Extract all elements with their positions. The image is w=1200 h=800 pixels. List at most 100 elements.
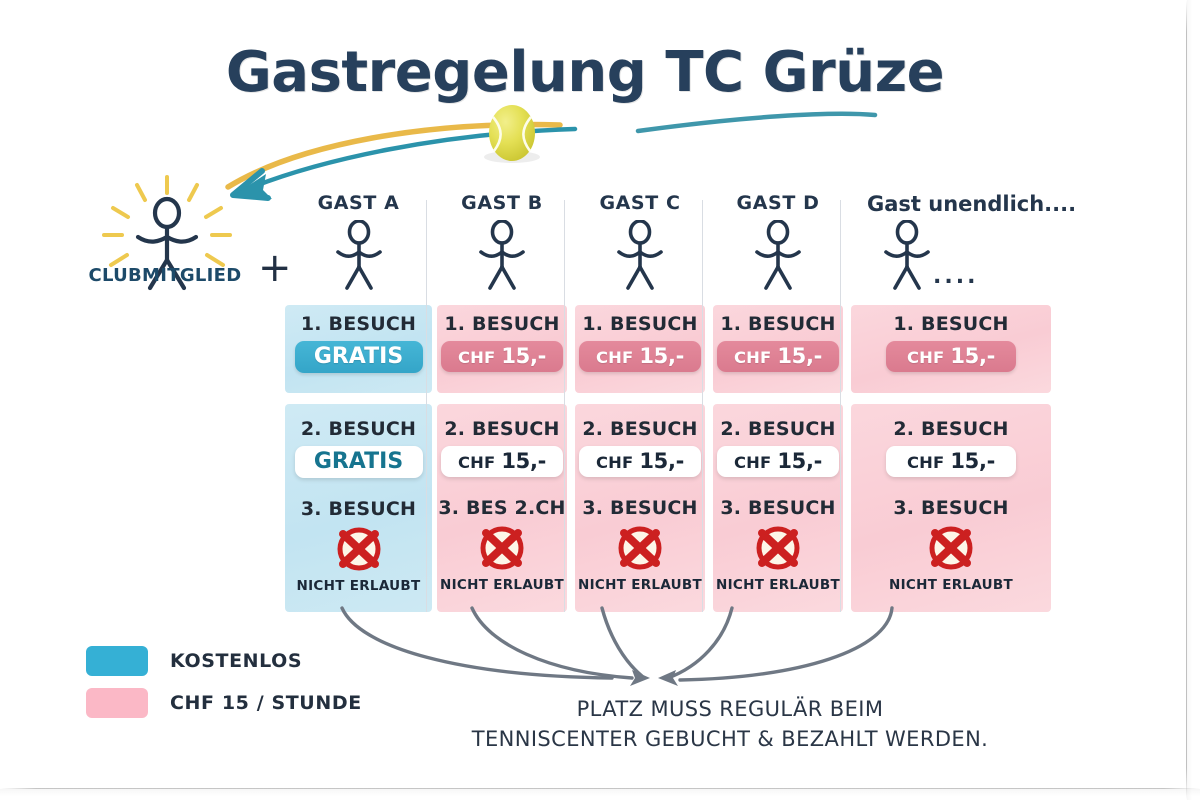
sparkle-rays-icon: [102, 175, 232, 267]
not-allowed-label: NICHT ERLAUBT: [577, 577, 703, 594]
legend-row: KOSTENLOS: [86, 640, 486, 682]
amount-label: 15,-: [639, 344, 685, 368]
stick-figure-icon: [135, 196, 199, 291]
guest-stick-figure-icon: [333, 219, 385, 292]
guest-stick-figure-icon: [614, 219, 666, 292]
currency-label: CHF: [906, 348, 951, 367]
visit-label: 2. BESUCH: [893, 418, 1009, 440]
price-text: CHF 15,-: [734, 449, 822, 473]
not-allowed-icon: [337, 527, 380, 571]
footnote-line-2: TENNISCENTER GEBUCHT & BEZAHLT WERDEN.: [471, 727, 989, 752]
visit-card: 1. BESUCH CHF 15,-: [713, 305, 843, 393]
amount-label: 15,-: [501, 449, 547, 473]
amount-label: 15,-: [639, 449, 685, 473]
price-pill: CHF 15,-: [717, 341, 839, 373]
visit-label: 2. BESUCH: [444, 418, 560, 440]
guest-column-header: GAST C: [599, 192, 681, 214]
page-edge-shade-bottom: [0, 789, 1200, 796]
visit-card: 1. BESUCH CHF 15,-: [851, 305, 1051, 393]
legend: KOSTENLOS CHF 15 / STUNDE: [86, 640, 486, 724]
clubmitglied-figure: [102, 175, 232, 291]
amount-label: 15,-: [501, 344, 547, 368]
price-text: CHF 15,-: [907, 449, 995, 473]
guest-column: GAST D 1. BESUCH CHF 15,- 2. BESUCH CHF 15,…: [713, 192, 843, 612]
price-text: CHF 15,-: [596, 344, 684, 368]
visit-label: 2. BESUCH: [300, 418, 417, 440]
price-pill: CHF 15,-: [441, 446, 563, 478]
column-divider: [702, 200, 703, 612]
visit-card: 2. BESUCH CHF 15,- 3. BES 2.CH NICHT ERLAU…: [437, 404, 567, 612]
price-pill: GRATIS: [294, 341, 423, 374]
visit-label: 3. BESUCH: [893, 497, 1009, 520]
visit-label: 1. BESUCH: [893, 313, 1009, 335]
price-pill: CHF 15,-: [579, 446, 701, 478]
visit-label: 3. BESUCH: [300, 498, 417, 521]
converging-arrows-graphic: [340, 606, 894, 686]
not-allowed-icon: [618, 526, 662, 570]
clubmitglied-label: CLUBMITGLIED: [88, 265, 242, 286]
page-border-right: [1186, 0, 1187, 800]
price-text: GRATIS: [313, 344, 404, 369]
visit-label: 3. BESUCH: [720, 497, 836, 520]
price-pill: CHF 15,-: [579, 341, 701, 373]
price-text: GRATIS: [313, 449, 404, 474]
price-text: CHF 15,-: [458, 449, 546, 473]
footnote: PLATZ MUSS REGULÄR BEIM TENNISCENTER GEB…: [380, 694, 1080, 755]
guest-column: Gast unendlich.... .... 1. BESUCH CHF 15,-…: [851, 192, 1076, 612]
price-pill: CHF 15,-: [717, 446, 839, 478]
visit-label: 1. BESUCH: [720, 313, 836, 335]
visit-label: 2. BESUCH: [720, 418, 836, 440]
legend-color-swatch: [86, 646, 148, 676]
amount-label: 15,-: [777, 344, 823, 368]
currency-label: CHF: [595, 348, 640, 367]
guest-stick-figure-icon: [881, 219, 933, 292]
not-allowed-label: NICHT ERLAUBT: [715, 577, 841, 594]
guest-stick-figure-icon: [752, 219, 804, 292]
visit-label: 1. BESUCH: [582, 313, 698, 335]
not-allowed-label: NICHT ERLAUBT: [888, 577, 1014, 594]
currency-label: CHF: [733, 348, 778, 367]
price-pill: GRATIS: [294, 446, 423, 479]
legend-label: CHF 15 / STUNDE: [170, 692, 362, 714]
legend-row: CHF 15 / STUNDE: [86, 682, 486, 724]
legend-label: KOSTENLOS: [170, 650, 303, 672]
visit-label: 3. BES 2.CH: [438, 497, 566, 520]
currency-label: CHF: [595, 453, 640, 472]
price-pill: CHF 15,-: [886, 341, 1016, 373]
currency-label: CHF: [906, 453, 951, 472]
not-allowed-label: NICHT ERLAUBT: [439, 577, 565, 594]
guest-column-header: Gast unendlich....: [867, 192, 1077, 216]
continuation-dots: ....: [933, 264, 979, 289]
legend-color-swatch: [86, 688, 148, 718]
page-border-bottom: [0, 788, 1200, 789]
teal-arrow-head-icon: [230, 168, 272, 201]
not-allowed-icon: [929, 526, 973, 570]
column-divider: [426, 200, 427, 612]
guest-stick-figure-icon: [476, 219, 528, 292]
footnote-line-1: PLATZ MUSS REGULÄR BEIM: [576, 697, 884, 721]
guest-column-header: GAST B: [461, 192, 543, 214]
guest-column: GAST C 1. BESUCH CHF 15,- 2. BESUCH CHF 15,…: [575, 192, 705, 612]
price-text: CHF 15,-: [907, 344, 995, 368]
plus-sign: +: [258, 245, 292, 291]
visit-label: 2. BESUCH: [582, 418, 698, 440]
price-text: CHF 15,-: [734, 344, 822, 368]
price-pill: CHF 15,-: [886, 446, 1016, 478]
visit-label: 3. BESUCH: [582, 497, 698, 520]
page-edge-shade-right: [1187, 0, 1192, 800]
not-allowed-label: NICHT ERLAUBT: [296, 578, 421, 595]
page-title: Gastregelung TC Grüze: [225, 40, 945, 105]
amount-label: 15,-: [950, 449, 996, 473]
not-allowed-icon: [480, 526, 524, 570]
swoosh-and-ball-graphic: [225, 105, 878, 201]
currency-label: CHF: [457, 348, 502, 367]
price-pill: CHF 15,-: [441, 341, 563, 373]
visit-card: 2. BESUCH CHF 15,- 3. BESUCH NICHT ERLAUBT: [851, 404, 1051, 612]
guest-column-header: GAST D: [736, 192, 820, 214]
